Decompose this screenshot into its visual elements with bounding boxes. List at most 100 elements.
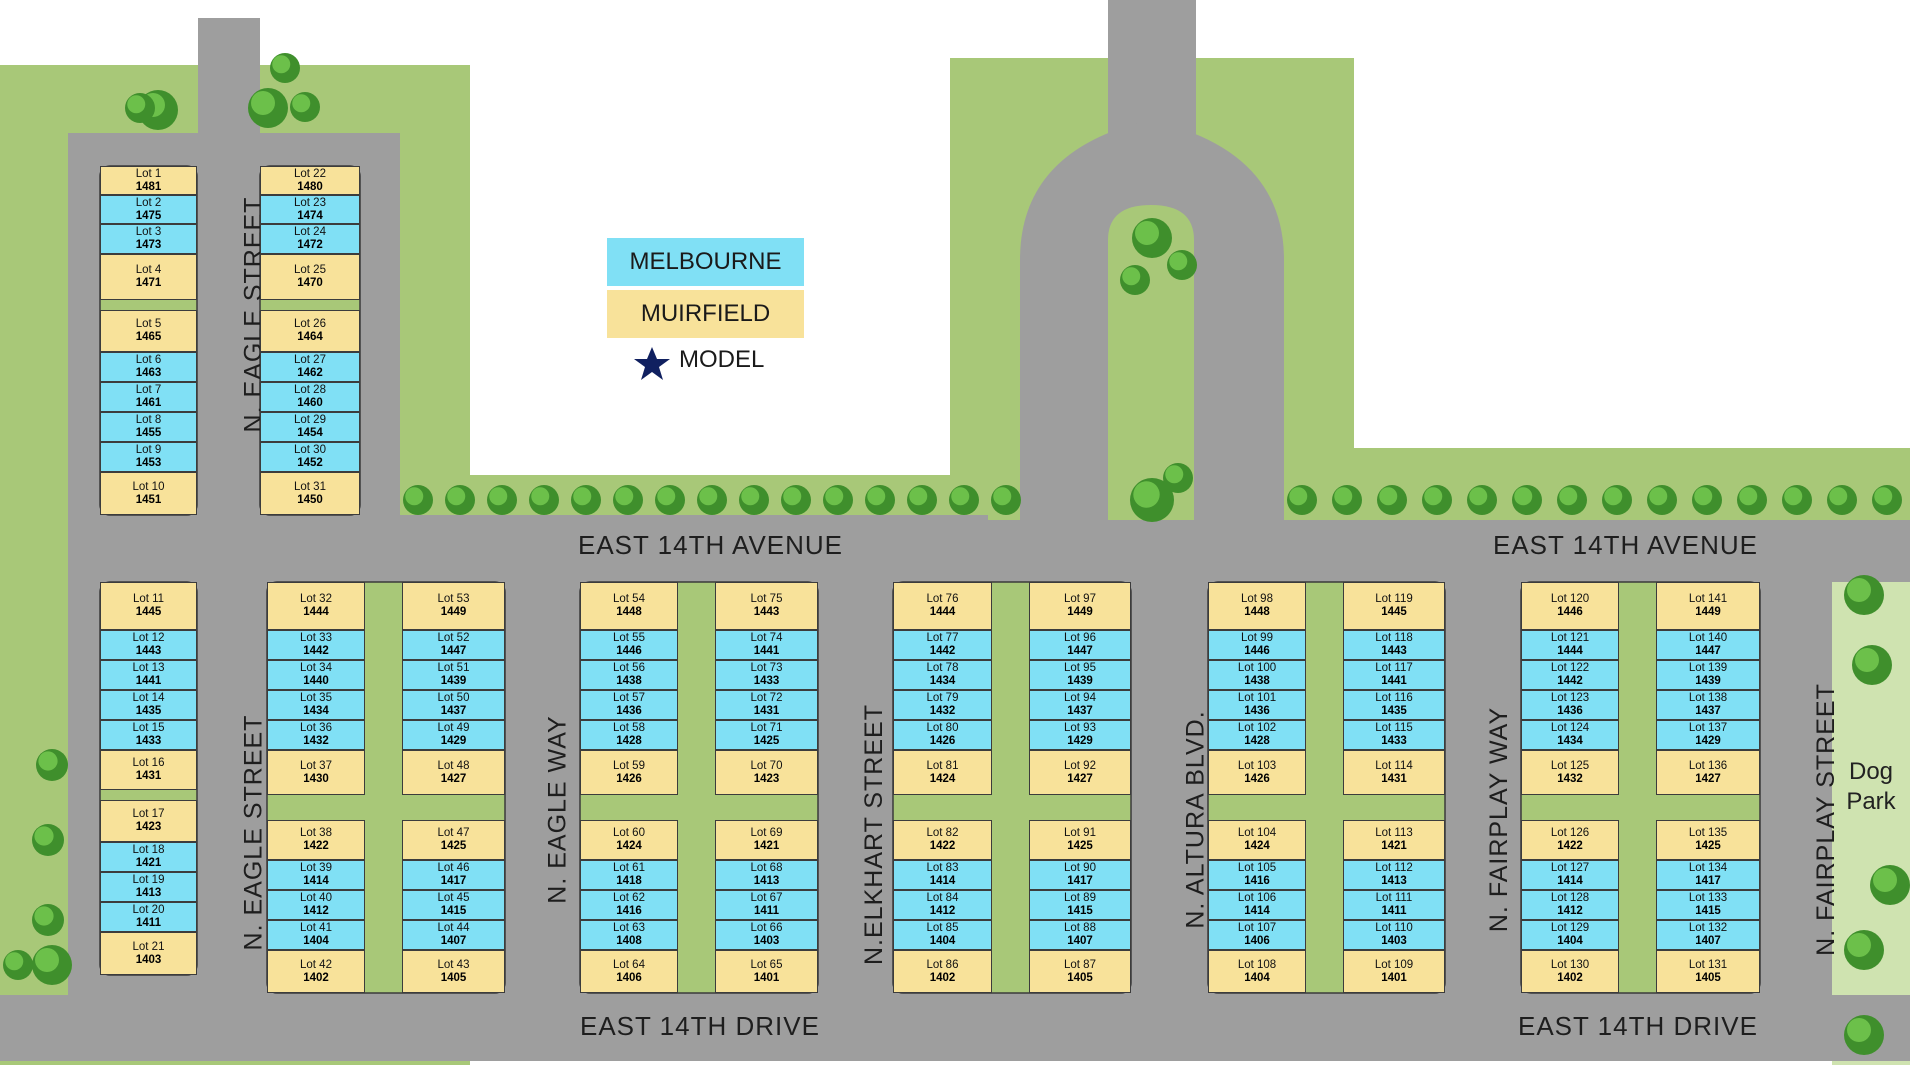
lot-lot-11[interactable]: Lot 111445 [100, 582, 197, 630]
lot-lot-31[interactable]: Lot 311450 [260, 472, 360, 515]
lot-lot-91[interactable]: Lot 911425 [1029, 820, 1131, 860]
lot-lot-44[interactable]: Lot 441407 [402, 920, 505, 950]
lot-lot-65[interactable]: Lot 651401 [715, 950, 818, 993]
lot-lot-99[interactable]: Lot 991446 [1208, 630, 1306, 660]
lot-lot-41[interactable]: Lot 411404 [267, 920, 365, 950]
lot-lot-22[interactable]: Lot 221480 [260, 166, 360, 195]
lot-lot-83[interactable]: Lot 831414 [893, 860, 992, 890]
lot-lot-5[interactable]: Lot 51465 [100, 310, 197, 352]
lot-lot-78[interactable]: Lot 781434 [893, 660, 992, 690]
lot-lot-45[interactable]: Lot 451415 [402, 890, 505, 920]
lot-lot-94[interactable]: Lot 941437 [1029, 690, 1131, 720]
lot-lot-56[interactable]: Lot 561438 [580, 660, 678, 690]
lot-lot-12[interactable]: Lot 121443 [100, 630, 197, 660]
lot-lot-141[interactable]: Lot 1411449 [1656, 582, 1760, 630]
lot-lot-60[interactable]: Lot 601424 [580, 820, 678, 860]
lot-lot-51[interactable]: Lot 511439 [402, 660, 505, 690]
lot-lot-36[interactable]: Lot 361432 [267, 720, 365, 750]
lot-lot-68[interactable]: Lot 681413 [715, 860, 818, 890]
lot-lot-102[interactable]: Lot 1021428 [1208, 720, 1306, 750]
lot-lot-20[interactable]: Lot 201411 [100, 902, 197, 932]
lot-lot-137[interactable]: Lot 1371429 [1656, 720, 1760, 750]
lot-lot-47[interactable]: Lot 471425 [402, 820, 505, 860]
lot-lot-132[interactable]: Lot 1321407 [1656, 920, 1760, 950]
lot-lot-59[interactable]: Lot 591426 [580, 750, 678, 795]
lot-lot-63[interactable]: Lot 631408 [580, 920, 678, 950]
lot-lot-105[interactable]: Lot 1051416 [1208, 860, 1306, 890]
lot-lot-53[interactable]: Lot 531449 [402, 582, 505, 630]
lot-lot-73[interactable]: Lot 731433 [715, 660, 818, 690]
lot-lot-98[interactable]: Lot 981448 [1208, 582, 1306, 630]
lot-lot-125[interactable]: Lot 1251432 [1521, 750, 1619, 795]
lot-lot-89[interactable]: Lot 891415 [1029, 890, 1131, 920]
lot-lot-6[interactable]: Lot 61463 [100, 352, 197, 382]
lot-lot-50[interactable]: Lot 501437 [402, 690, 505, 720]
lot-lot-119[interactable]: Lot 1191445 [1343, 582, 1445, 630]
lot-lot-123[interactable]: Lot 1231436 [1521, 690, 1619, 720]
lot-lot-38[interactable]: Lot 381422 [267, 820, 365, 860]
lot-lot-30[interactable]: Lot 301452 [260, 442, 360, 472]
lot-lot-46[interactable]: Lot 461417 [402, 860, 505, 890]
lot-lot-126[interactable]: Lot 1261422 [1521, 820, 1619, 860]
lot-lot-90[interactable]: Lot 901417 [1029, 860, 1131, 890]
lot-lot-74[interactable]: Lot 741441 [715, 630, 818, 660]
lot-lot-42[interactable]: Lot 421402 [267, 950, 365, 993]
lot-lot-79[interactable]: Lot 791432 [893, 690, 992, 720]
lot-lot-66[interactable]: Lot 661403 [715, 920, 818, 950]
lot-lot-23[interactable]: Lot 231474 [260, 195, 360, 224]
lot-lot-80[interactable]: Lot 801426 [893, 720, 992, 750]
lot-lot-62[interactable]: Lot 621416 [580, 890, 678, 920]
lot-lot-29[interactable]: Lot 291454 [260, 412, 360, 442]
lot-lot-110[interactable]: Lot 1101403 [1343, 920, 1445, 950]
lot-lot-128[interactable]: Lot 1281412 [1521, 890, 1619, 920]
lot-lot-133[interactable]: Lot 1331415 [1656, 890, 1760, 920]
lot-lot-32[interactable]: Lot 321444 [267, 582, 365, 630]
lot-lot-13[interactable]: Lot 131441 [100, 660, 197, 690]
lot-lot-67[interactable]: Lot 671411 [715, 890, 818, 920]
lot-lot-33[interactable]: Lot 331442 [267, 630, 365, 660]
lot-lot-37[interactable]: Lot 371430 [267, 750, 365, 795]
lot-lot-26[interactable]: Lot 261464 [260, 310, 360, 352]
lot-lot-76[interactable]: Lot 761444 [893, 582, 992, 630]
lot-lot-40[interactable]: Lot 401412 [267, 890, 365, 920]
lot-lot-127[interactable]: Lot 1271414 [1521, 860, 1619, 890]
lot-lot-25[interactable]: Lot 251470 [260, 254, 360, 300]
lot-lot-97[interactable]: Lot 971449 [1029, 582, 1131, 630]
lot-lot-17[interactable]: Lot 171423 [100, 800, 197, 842]
lot-lot-7[interactable]: Lot 71461 [100, 382, 197, 412]
lot-lot-64[interactable]: Lot 641406 [580, 950, 678, 993]
lot-lot-139[interactable]: Lot 1391439 [1656, 660, 1760, 690]
lot-lot-135[interactable]: Lot 1351425 [1656, 820, 1760, 860]
lot-lot-69[interactable]: Lot 691421 [715, 820, 818, 860]
lot-lot-109[interactable]: Lot 1091401 [1343, 950, 1445, 993]
lot-lot-111[interactable]: Lot 1111411 [1343, 890, 1445, 920]
lot-lot-10[interactable]: Lot 101451 [100, 472, 197, 515]
lot-lot-138[interactable]: Lot 1381437 [1656, 690, 1760, 720]
lot-lot-92[interactable]: Lot 921427 [1029, 750, 1131, 795]
lot-lot-140[interactable]: Lot 1401447 [1656, 630, 1760, 660]
lot-lot-131[interactable]: Lot 1311405 [1656, 950, 1760, 993]
lot-lot-24[interactable]: Lot 241472 [260, 224, 360, 254]
lot-lot-107[interactable]: Lot 1071406 [1208, 920, 1306, 950]
lot-lot-103[interactable]: Lot 1031426 [1208, 750, 1306, 795]
lot-lot-96[interactable]: Lot 961447 [1029, 630, 1131, 660]
lot-lot-15[interactable]: Lot 151433 [100, 720, 197, 750]
lot-lot-19[interactable]: Lot 191413 [100, 872, 197, 902]
lot-lot-87[interactable]: Lot 871405 [1029, 950, 1131, 993]
lot-lot-55[interactable]: Lot 551446 [580, 630, 678, 660]
lot-lot-75[interactable]: Lot 751443 [715, 582, 818, 630]
lot-lot-8[interactable]: Lot 81455 [100, 412, 197, 442]
lot-lot-116[interactable]: Lot 1161435 [1343, 690, 1445, 720]
lot-lot-130[interactable]: Lot 1301402 [1521, 950, 1619, 993]
lot-lot-57[interactable]: Lot 571436 [580, 690, 678, 720]
lot-lot-121[interactable]: Lot 1211444 [1521, 630, 1619, 660]
lot-lot-93[interactable]: Lot 931429 [1029, 720, 1131, 750]
lot-lot-72[interactable]: Lot 721431 [715, 690, 818, 720]
lot-lot-35[interactable]: Lot 351434 [267, 690, 365, 720]
lot-lot-34[interactable]: Lot 341440 [267, 660, 365, 690]
lot-lot-21[interactable]: Lot 211403 [100, 932, 197, 975]
lot-lot-77[interactable]: Lot 771442 [893, 630, 992, 660]
lot-lot-120[interactable]: Lot 1201446 [1521, 582, 1619, 630]
lot-lot-88[interactable]: Lot 881407 [1029, 920, 1131, 950]
lot-lot-16[interactable]: Lot 161431 [100, 750, 197, 790]
